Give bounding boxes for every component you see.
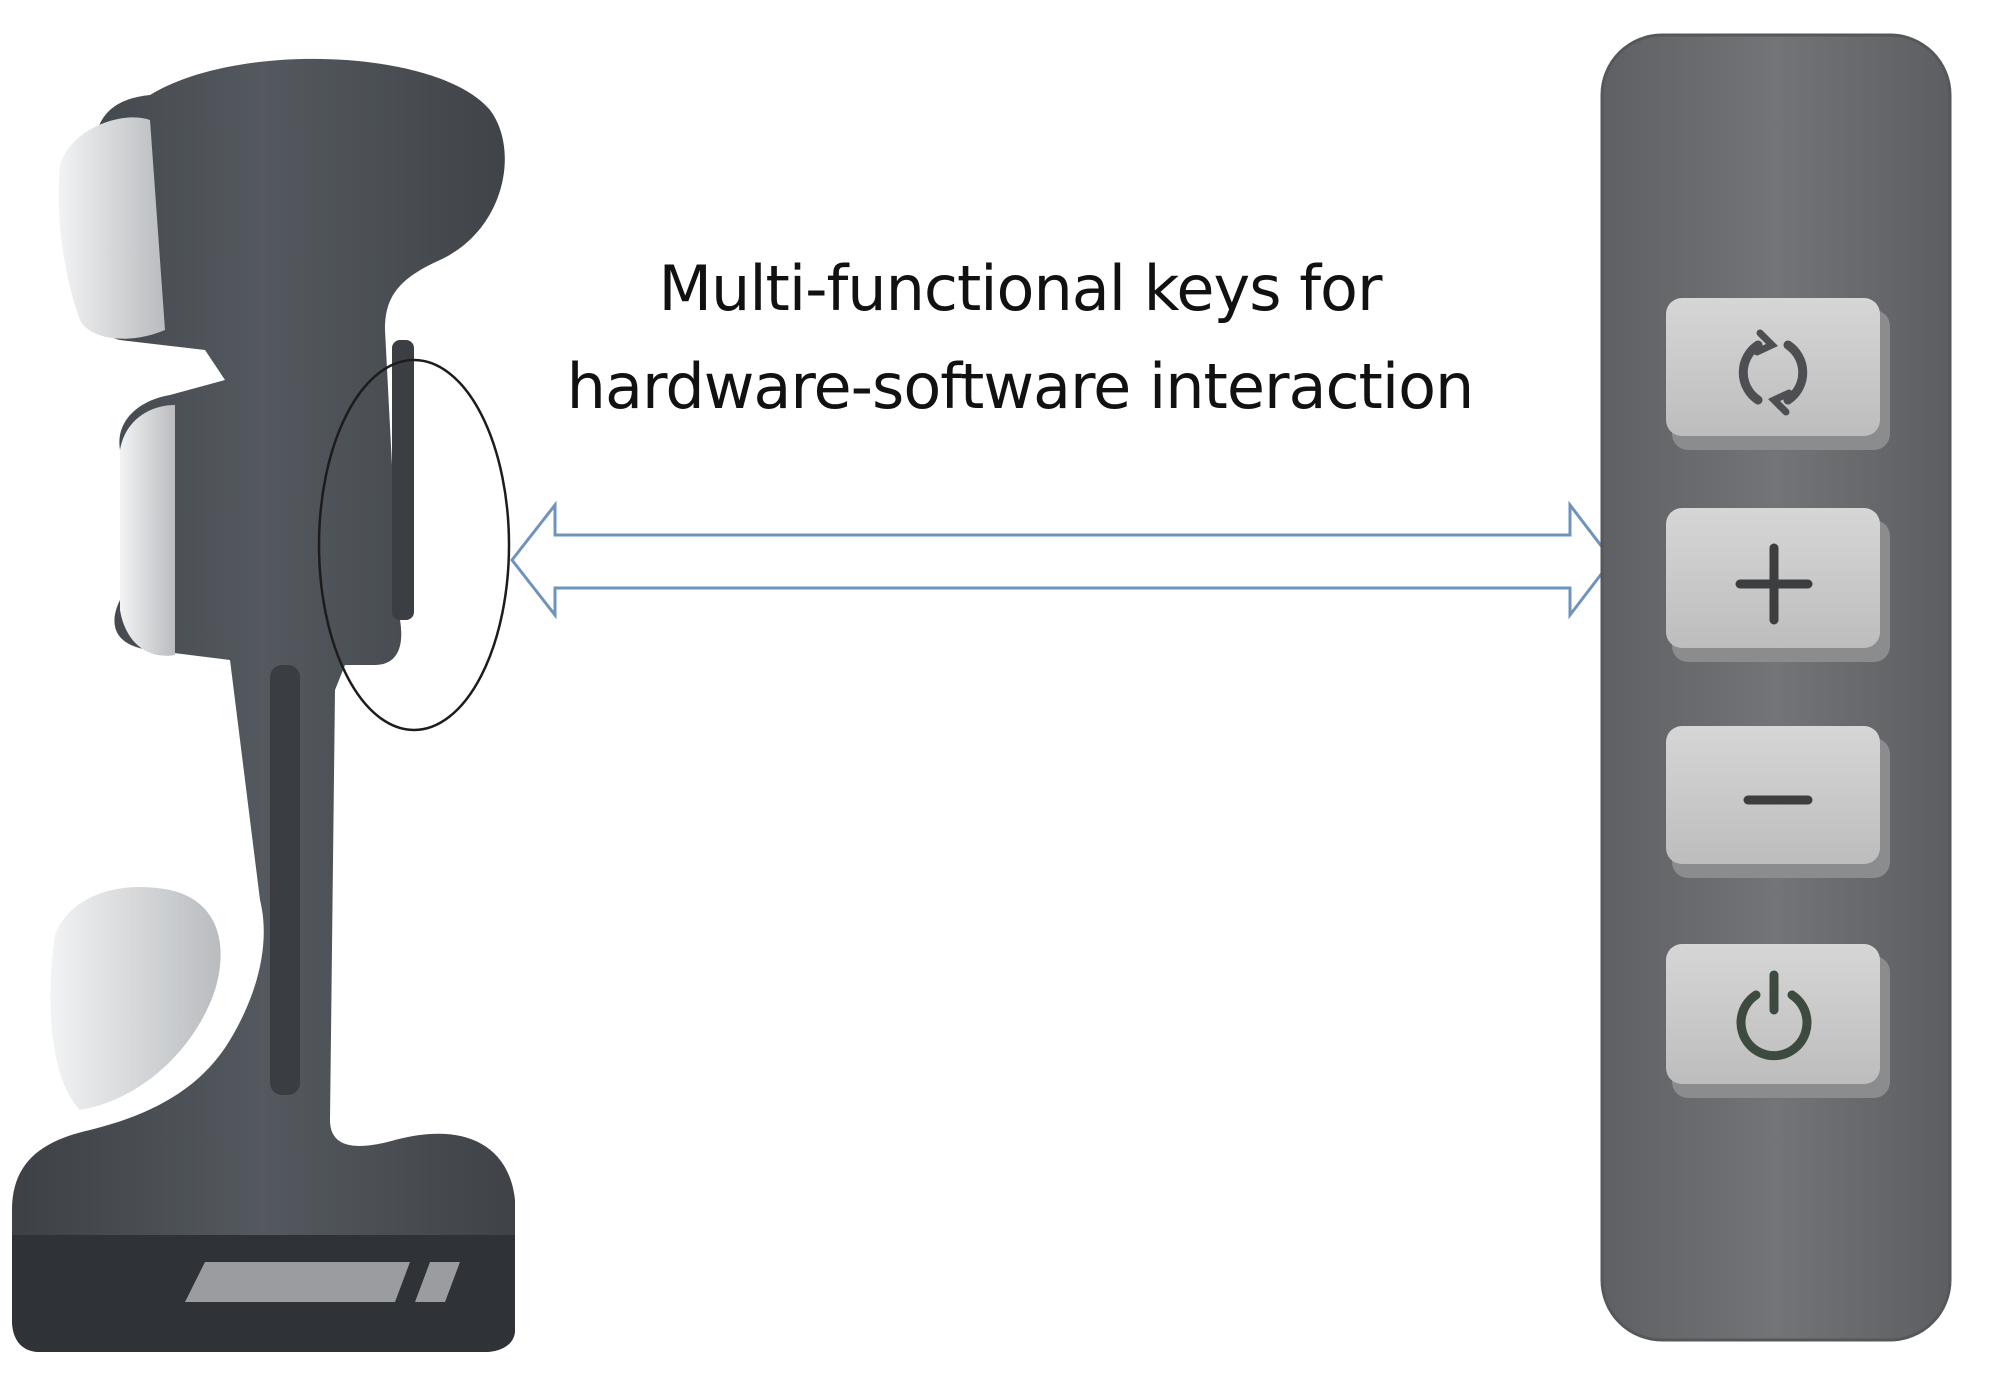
double-headed-arrow — [510, 500, 1614, 620]
plus-icon — [1735, 543, 1813, 625]
caption: Multi-functional keys for hardware-softw… — [560, 240, 1480, 436]
arrow-outline — [510, 500, 1614, 620]
scanner-lens-middle — [120, 405, 175, 656]
scanner-lens-bottom — [50, 887, 221, 1110]
minus-key-cap — [1666, 726, 1880, 864]
handheld-scanner — [12, 58, 515, 1352]
highlight-ellipse — [317, 358, 511, 732]
caption-line-1: Multi-functional keys for — [658, 252, 1383, 325]
refresh-key-cap — [1666, 298, 1880, 436]
scanner-body — [12, 58, 515, 1352]
power-icon — [1736, 970, 1812, 1061]
scanner-side-keys — [392, 340, 414, 620]
scanner-vent-small — [415, 1262, 460, 1302]
scanner-grip — [270, 665, 300, 1095]
scanner-lens-top — [58, 117, 165, 339]
power-key[interactable] — [1666, 944, 1890, 1098]
refresh-key[interactable] — [1666, 298, 1890, 450]
key-panel-body — [1602, 35, 1950, 1340]
scanner-vent — [185, 1262, 410, 1302]
plus-key[interactable] — [1666, 508, 1890, 662]
caption-line-2: hardware-software interaction — [566, 350, 1475, 423]
refresh-icon — [1738, 329, 1808, 416]
key-panel — [1600, 33, 1952, 1342]
minus-key[interactable] — [1666, 726, 1890, 878]
key-panel-edge — [1600, 33, 1952, 1342]
